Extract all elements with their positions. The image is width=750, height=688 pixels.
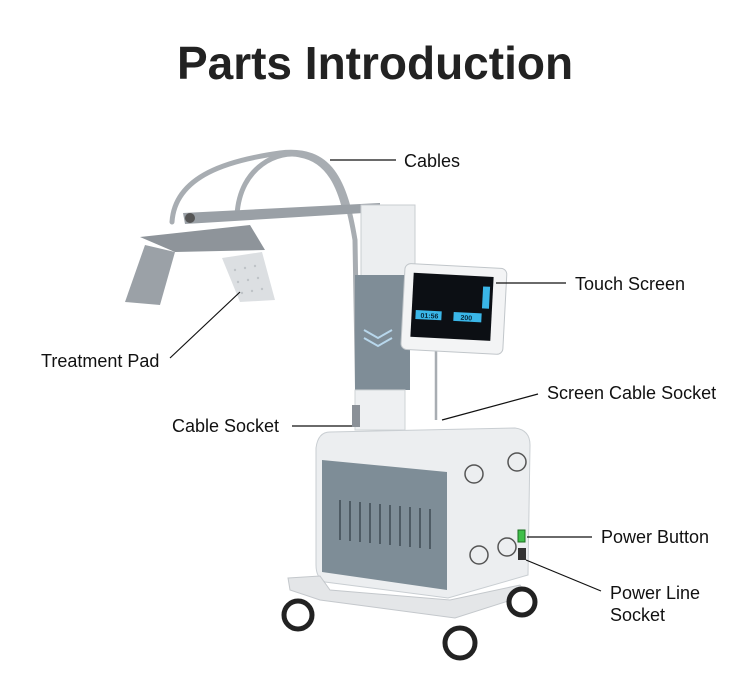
screen-timer: 01:56: [420, 313, 438, 321]
treatment-pad: [125, 225, 275, 305]
power-line-socket: [518, 548, 526, 560]
label-power-line-socket-line1: Power Line: [610, 583, 701, 603]
label-cables: Cables: [404, 151, 461, 171]
arm: [183, 203, 380, 224]
label-power-button: Power Button: [601, 527, 710, 547]
base: [281, 575, 538, 661]
cabinet: [315, 427, 531, 599]
leader-lines: [169, 159, 602, 592]
label-treatment-pad: Treatment Pad: [41, 351, 160, 371]
label-screen-cable-socket: Screen Cable Socket: [547, 383, 717, 403]
page-title: Parts Introduction: [176, 37, 574, 89]
label-cable-socket: Cable Socket: [172, 416, 280, 436]
column: [352, 204, 416, 431]
cables: [169, 149, 361, 423]
screen-value: 200: [460, 315, 472, 323]
power-button: [517, 529, 526, 543]
label-touch-screen: Touch Screen: [575, 274, 686, 294]
label-power-line-socket-line2: Socket: [610, 605, 666, 625]
fan-icons: [464, 452, 527, 565]
touch-screen: 01:56 200: [400, 263, 508, 355]
